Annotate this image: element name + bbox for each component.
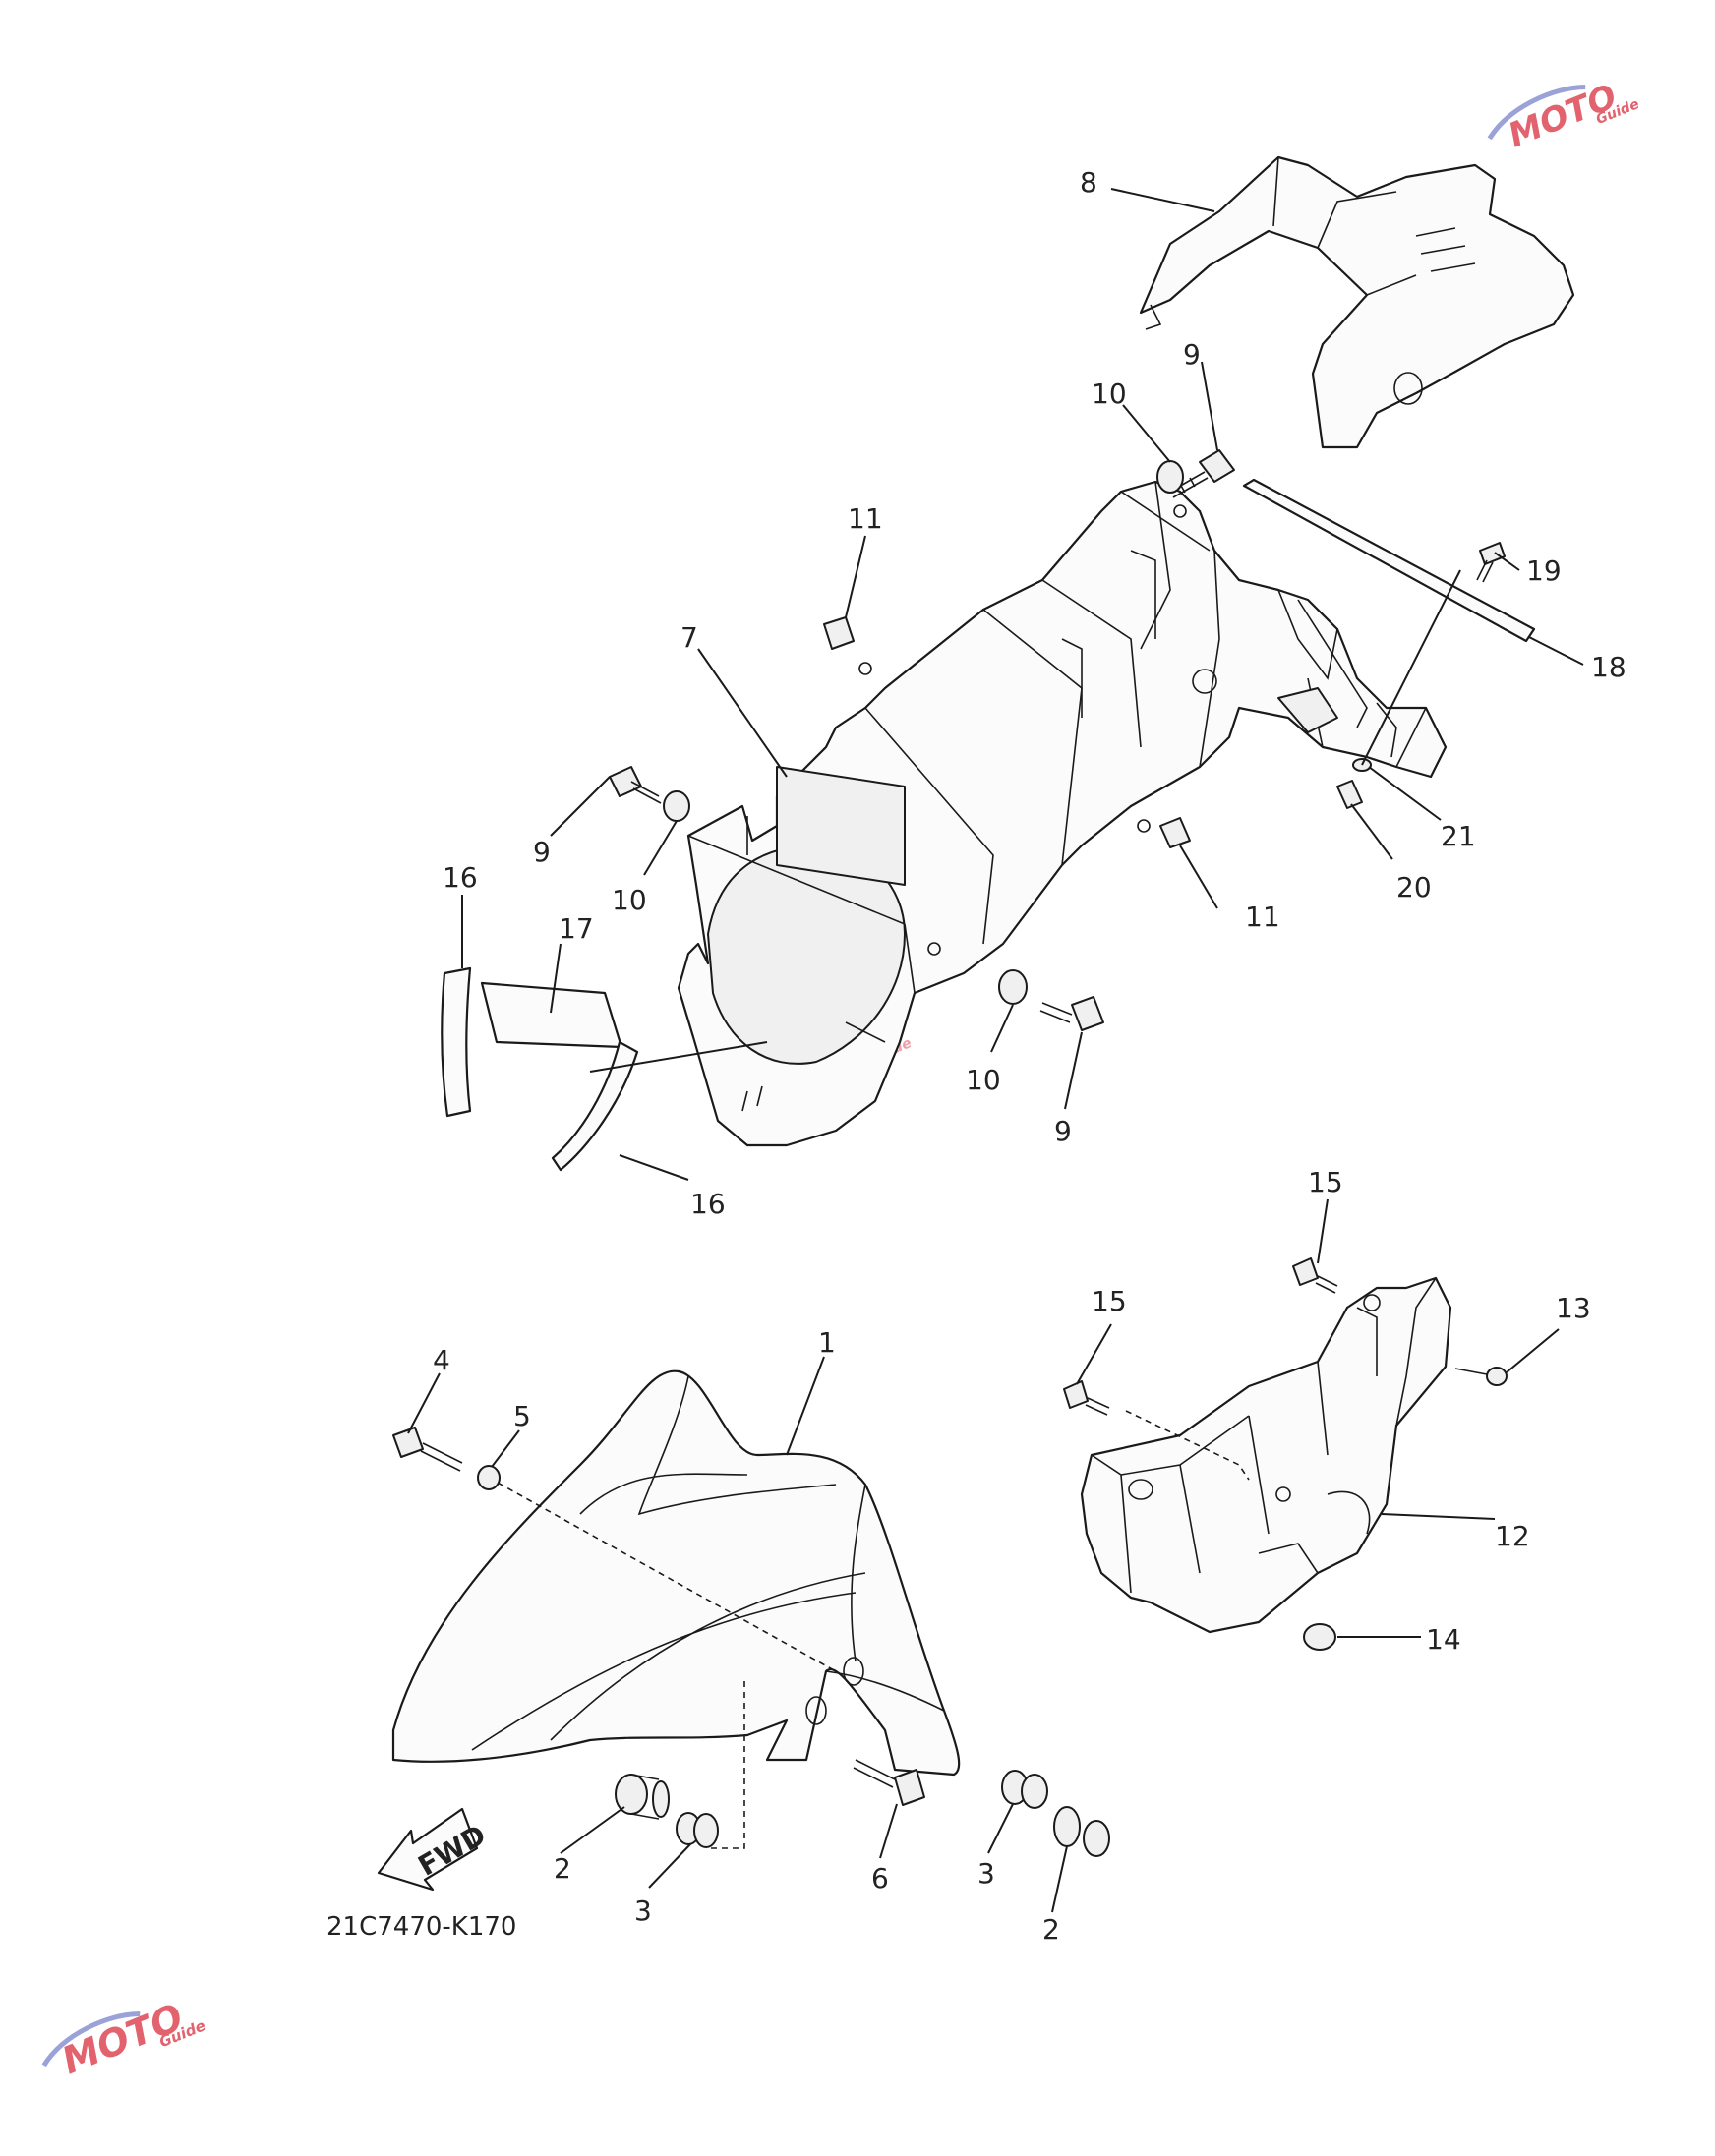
callout-6: 6 [871, 1862, 889, 1894]
callout-17: 17 [559, 912, 594, 945]
diagram-code: 21C7470-K170 [326, 1912, 516, 1942]
part-17-pad [480, 981, 623, 1049]
watermark-bottom-left: MOTO Guide [41, 1995, 208, 2082]
part-8-tail-cover [1139, 155, 1575, 449]
part-1-front-fender [391, 1369, 961, 1849]
part-12-battery-box [1063, 1257, 1508, 1651]
part-16-strip-right [551, 1040, 639, 1172]
callout-9-top: 9 [1183, 338, 1201, 371]
callout-10-top: 10 [1092, 378, 1127, 410]
callout-13: 13 [1556, 1292, 1591, 1324]
callout-9-lower: 9 [1054, 1115, 1072, 1147]
callout-8: 8 [1080, 166, 1097, 199]
callout-14: 14 [1426, 1623, 1461, 1656]
callout-20: 20 [1396, 871, 1432, 903]
part-18-strip [1242, 478, 1536, 643]
callout-3-right: 3 [977, 1857, 995, 1890]
leader-lines [407, 188, 1584, 1913]
callout-5: 5 [513, 1400, 531, 1432]
watermark-top-right: MOTO Guide [1487, 77, 1641, 155]
callout-15-left: 15 [1092, 1285, 1127, 1317]
hardware-upper [609, 449, 1506, 1031]
callout-3-left: 3 [634, 1894, 652, 1927]
callout-16-bottom: 16 [690, 1188, 726, 1220]
callout-19: 19 [1526, 554, 1562, 587]
part-16-strip-left [441, 966, 472, 1118]
callout-12: 12 [1495, 1520, 1530, 1552]
callout-2-left: 2 [554, 1852, 571, 1885]
hardware-front-fender [392, 1427, 1110, 1857]
callout-1: 1 [818, 1326, 836, 1359]
callout-7: 7 [680, 621, 698, 654]
callout-21: 21 [1441, 820, 1476, 852]
callout-labels: 8 9 10 11 7 19 18 21 20 11 9 10 16 17 10… [433, 166, 1626, 1946]
callout-16-top: 16 [443, 861, 478, 894]
callout-11-right: 11 [1245, 901, 1280, 933]
callout-2-right: 2 [1042, 1913, 1060, 1946]
callout-9-left: 9 [533, 836, 551, 868]
callout-4: 4 [433, 1344, 450, 1376]
callout-15-top: 15 [1308, 1166, 1343, 1198]
callout-10-lower: 10 [966, 1064, 1001, 1096]
callout-11-top: 11 [848, 502, 883, 535]
callout-18: 18 [1591, 651, 1626, 683]
fwd-arrow: FWD [377, 1807, 492, 1892]
callout-10-left: 10 [612, 884, 647, 916]
part-7-rear-fender [677, 480, 1448, 1147]
